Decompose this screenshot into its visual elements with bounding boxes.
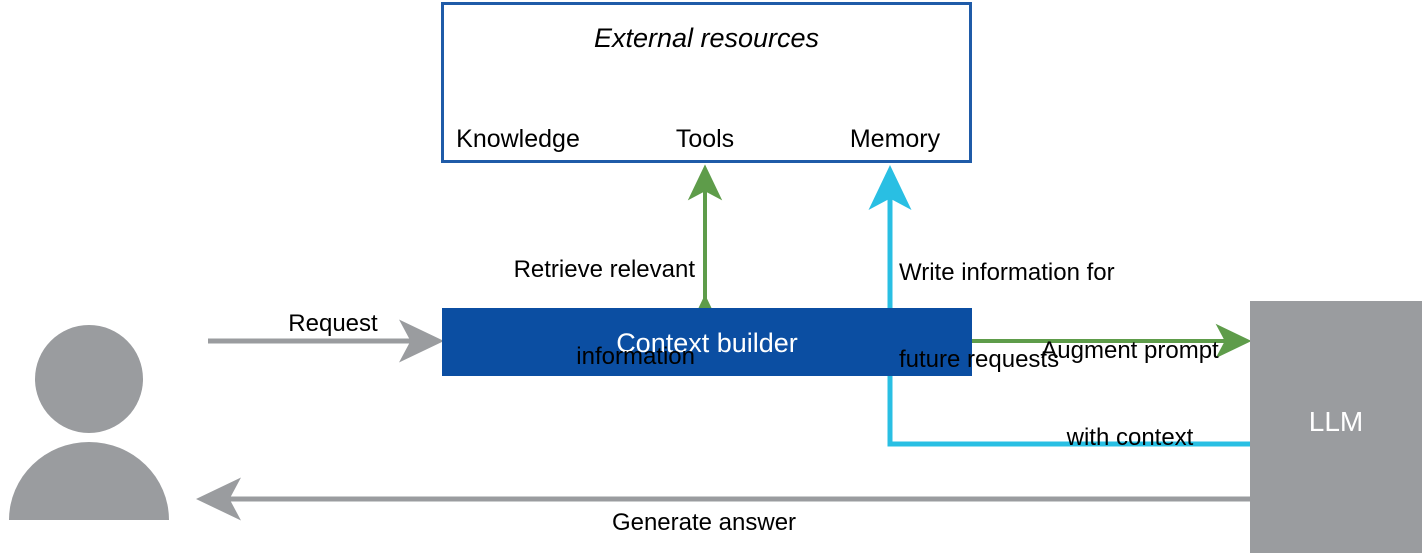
retrieve-label: Retrieve relevant information [405, 196, 695, 430]
external-resources-panel [441, 2, 972, 163]
augment-label: Augment prompt with context [985, 277, 1275, 511]
write-label-line2: future requests [899, 346, 1060, 374]
retrieve-label-line2: information [576, 343, 695, 371]
augment-label-line2: with context [1066, 424, 1194, 452]
resource-label-memory: Memory [849, 125, 941, 153]
llm-node [1250, 301, 1422, 553]
context-builder-label: Context builder [616, 328, 798, 358]
resource-label-knowledge: Knowledge [456, 125, 580, 153]
external-resources-title: External resources [593, 23, 820, 53]
request-label: Request [288, 310, 378, 337]
context-builder-node [442, 308, 972, 376]
retrieve-label-line1: Retrieve relevant [513, 255, 695, 283]
user-avatar-icon [9, 325, 169, 520]
resource-label-tools: Tools [675, 125, 735, 153]
augment-label-line1: Augment prompt [1041, 336, 1219, 364]
write-label-line1: Write information for [899, 258, 1115, 286]
write-information-path [868, 164, 1250, 447]
write-label: Write information for future requests [899, 199, 1199, 433]
generate-answer-label: Generate answer [611, 509, 797, 536]
llm-label: LLM [1308, 406, 1364, 437]
